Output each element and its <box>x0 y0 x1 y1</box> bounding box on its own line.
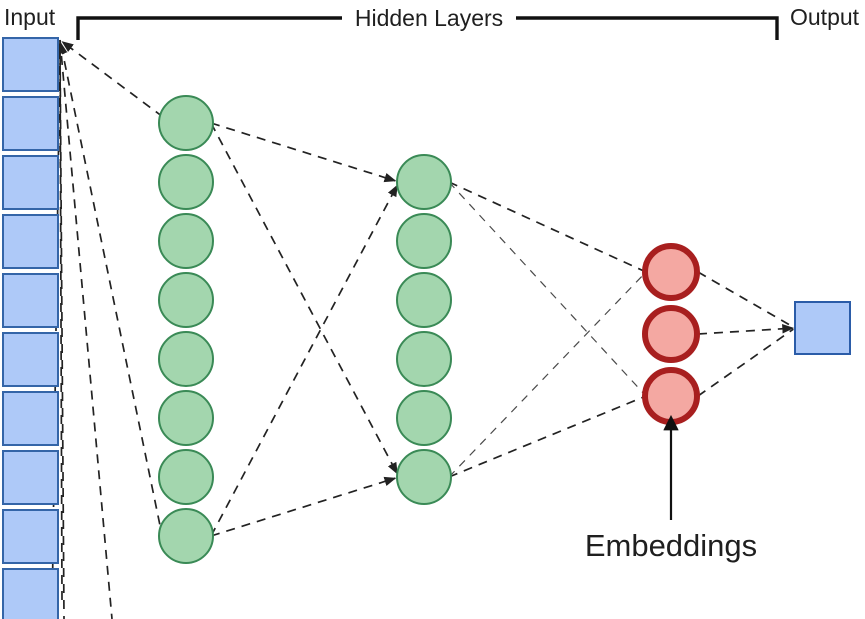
edge-input-fan-1 <box>61 41 164 118</box>
node-input-1 <box>2 37 59 92</box>
edge-emb-output-3 <box>697 328 794 397</box>
edge-h2-emb-d <box>448 396 644 478</box>
label-output: Output <box>790 4 860 30</box>
node-input-7 <box>2 391 59 446</box>
edge-h2-emb-a <box>448 181 644 272</box>
node-input-8 <box>2 450 59 505</box>
node-input-6 <box>2 332 59 387</box>
node-hidden-1-5 <box>158 331 214 387</box>
node-hidden-1-8 <box>158 508 214 564</box>
node-input-5 <box>2 273 59 328</box>
node-hidden-1-1 <box>158 95 214 151</box>
node-hidden-2-1 <box>396 154 452 210</box>
edge-h2-emb-c <box>448 273 645 478</box>
node-hidden-1-3 <box>158 213 214 269</box>
edge-h2-emb-b <box>448 181 645 395</box>
node-hidden-2-6 <box>396 449 452 505</box>
edge-emb-output-2 <box>697 324 795 335</box>
node-hidden-2-4 <box>396 331 452 387</box>
node-hidden-1-4 <box>158 272 214 328</box>
bracket-layer <box>76 16 779 40</box>
node-hidden-2-5 <box>396 390 452 446</box>
edge-input-strand-1 <box>59 39 113 619</box>
node-hidden-1-6 <box>158 390 214 446</box>
node-embedding-2 <box>642 305 700 363</box>
node-input-4 <box>2 214 59 269</box>
node-hidden-2-3 <box>396 272 452 328</box>
node-embedding-3 <box>642 367 700 425</box>
edge-h1-h2-b <box>210 184 398 537</box>
node-input-3 <box>2 155 59 210</box>
node-input-2 <box>2 96 59 151</box>
node-hidden-1-7 <box>158 449 214 505</box>
node-embedding-1 <box>642 243 700 301</box>
label-embeddings: Embeddings <box>585 528 757 563</box>
hidden-layers-bracket <box>76 16 779 40</box>
edge-input-strand-2 <box>59 39 65 619</box>
node-input-9 <box>2 509 59 564</box>
node-hidden-1-2 <box>158 154 214 210</box>
edge-input-fan-4 <box>55 41 65 601</box>
node-input-10 <box>2 568 59 619</box>
embeddings-annotation: Embeddings <box>585 414 757 563</box>
node-output-1 <box>794 301 851 355</box>
edge-input-fan-2 <box>58 41 164 541</box>
edge-emb-output-1 <box>697 271 794 328</box>
edge-h1-h2-c <box>210 122 397 183</box>
label-hidden-layers: Hidden Layers <box>355 5 503 31</box>
node-hidden-2-2 <box>396 213 452 269</box>
nodes-layer <box>2 37 851 619</box>
edge-h1-h2-a <box>210 122 398 475</box>
edge-h1-h2-d <box>210 476 397 537</box>
label-input: Input <box>4 4 56 30</box>
